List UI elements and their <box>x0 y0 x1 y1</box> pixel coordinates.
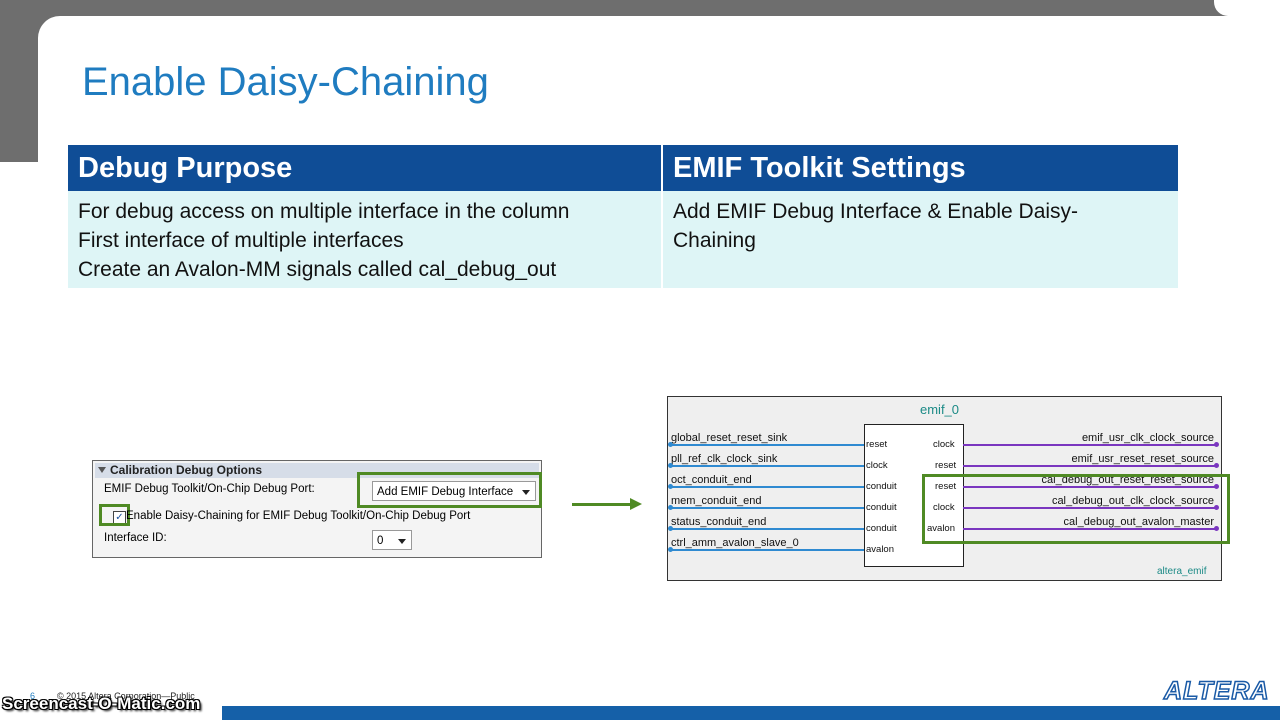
port-dot-icon <box>1214 484 1219 489</box>
footer-bar <box>222 706 1280 720</box>
purpose-line: Create an Avalon-MM signals called cal_d… <box>78 258 557 281</box>
slide-frame-corner <box>1214 0 1280 16</box>
left-signal-wire <box>670 465 864 467</box>
right-signal-wire <box>963 486 1217 488</box>
port-dot-icon <box>668 442 673 447</box>
right-signal-wire <box>963 507 1217 509</box>
header-debug-purpose: Debug Purpose <box>68 145 663 191</box>
chevron-down-icon <box>522 490 530 495</box>
left-signal-label: status_conduit_end <box>671 516 767 528</box>
copyright-text: © 2015 Altera Corporation—Public <box>57 691 195 701</box>
right-signal-wire <box>963 465 1217 467</box>
interface-id-label: Interface ID: <box>104 532 167 544</box>
left-port-label: avalon <box>866 544 894 555</box>
left-signal-label: oct_conduit_end <box>671 474 752 486</box>
left-signal-label: ctrl_amm_avalon_slave_0 <box>671 537 799 549</box>
right-port-label: reset <box>935 481 957 492</box>
right-port-label: clock <box>933 502 955 513</box>
left-signal-wire <box>670 486 864 488</box>
daisy-chain-label: Enable Daisy-Chaining for EMIF Debug Too… <box>126 510 471 522</box>
highlight-debug-port <box>357 472 542 508</box>
right-signal-label: cal_debug_out_clk_clock_source <box>1051 495 1214 507</box>
highlight-cal-debug-out <box>922 474 1230 544</box>
section-title: Calibration Debug Options <box>110 463 262 477</box>
port-dot-icon <box>1214 463 1219 468</box>
interface-id-dropdown[interactable]: 0 <box>372 530 412 550</box>
right-signal-label: cal_debug_out_reset_reset_source <box>1041 474 1214 486</box>
highlight-checkbox <box>99 504 130 526</box>
slide-title: Enable Daisy-Chaining <box>82 60 489 104</box>
right-signal-label: emif_usr_reset_reset_source <box>1071 453 1214 465</box>
port-dot-icon <box>1214 442 1219 447</box>
chevron-down-icon <box>398 539 406 544</box>
emif-core-block[interactable] <box>864 424 964 567</box>
interface-id-value: 0 <box>377 535 384 547</box>
port-dot-icon <box>668 505 673 510</box>
left-signal-label: global_reset_reset_sink <box>671 432 788 444</box>
right-signal-label: cal_debug_out_avalon_master <box>1063 516 1214 528</box>
right-signal-label: emif_usr_clk_clock_source <box>1081 432 1214 444</box>
right-port-label: clock <box>933 439 955 450</box>
instance-name: emif_0 <box>920 402 960 417</box>
screencast-watermark: Screencast-O-Matic.com <box>2 694 201 713</box>
left-signal-label: mem_conduit_end <box>671 495 762 507</box>
debug-port-value: Add EMIF Debug Interface <box>377 486 514 498</box>
collapse-triangle-icon[interactable] <box>98 467 106 473</box>
left-signal-wire <box>670 549 864 551</box>
altera-logo: ALTERA <box>1163 676 1270 706</box>
cell-debug-purpose: For debug access on multiple interface i… <box>68 191 663 288</box>
left-port-label: reset <box>866 439 888 450</box>
purpose-line: First interface of multiple interfaces <box>78 229 404 252</box>
left-signal-label: pll_ref_clk_clock_sink <box>671 453 778 465</box>
port-dot-icon <box>668 526 673 531</box>
debug-port-dropdown[interactable]: Add EMIF Debug Interface <box>372 481 536 501</box>
right-signal-wire <box>963 528 1217 530</box>
left-port-label: conduit <box>866 502 897 513</box>
debug-port-label: EMIF Debug Toolkit/On-Chip Debug Port: <box>104 483 315 495</box>
header-toolkit-settings: EMIF Toolkit Settings <box>662 145 1178 191</box>
daisy-chain-checkbox[interactable]: ✓ <box>113 511 126 524</box>
settings-line: Chaining <box>673 229 756 252</box>
left-signal-wire <box>670 528 864 530</box>
right-port-label: reset <box>935 460 957 471</box>
left-port-label: conduit <box>866 481 897 492</box>
footer-copyright: 6 © 2015 Altera Corporation—Public <box>30 691 195 701</box>
right-signal-wire <box>963 444 1217 446</box>
component-name: altera_emif <box>1157 566 1207 577</box>
left-signal-wire <box>670 444 864 446</box>
port-dot-icon <box>1214 505 1219 510</box>
flow-arrow-line <box>572 503 632 506</box>
cell-toolkit-settings: Add EMIF Debug Interface & Enable Daisy-… <box>662 191 1178 288</box>
port-dot-icon <box>668 547 673 552</box>
purpose-line: For debug access on multiple interface i… <box>78 200 570 223</box>
left-port-label: clock <box>866 460 888 471</box>
slide-frame-left <box>0 162 38 720</box>
port-dot-icon <box>668 463 673 468</box>
arrow-right-icon <box>630 498 642 510</box>
slide-canvas <box>38 16 1280 720</box>
page-number: 6 <box>30 691 36 701</box>
left-port-label: conduit <box>866 523 897 534</box>
port-dot-icon <box>1214 526 1219 531</box>
purpose-table: Debug Purpose EMIF Toolkit Settings For … <box>68 145 1178 288</box>
right-port-label: avalon <box>927 523 955 534</box>
calibration-debug-panel: Calibration Debug Options <box>92 460 542 558</box>
port-dot-icon <box>668 484 673 489</box>
settings-line: Add EMIF Debug Interface & Enable Daisy- <box>673 200 1079 223</box>
left-signal-wire <box>670 507 864 509</box>
